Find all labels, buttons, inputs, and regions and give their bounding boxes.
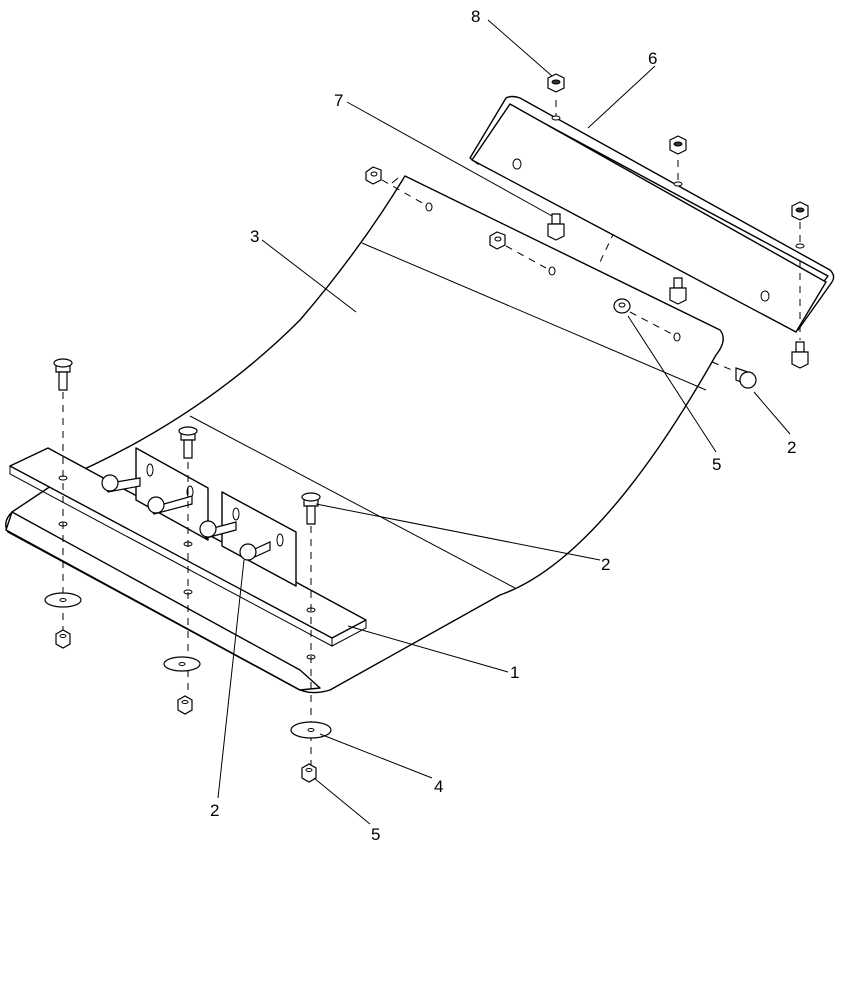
callout-4: 4 xyxy=(434,777,443,796)
callout-3: 3 xyxy=(250,227,259,246)
callout-2c: 2 xyxy=(210,801,219,820)
callout-5a: 5 xyxy=(712,455,721,474)
top-cover xyxy=(469,95,835,340)
callout-2a: 2 xyxy=(787,438,796,457)
callout-5b: 5 xyxy=(371,825,380,844)
bracket-bolts xyxy=(101,474,271,561)
bottom-plate xyxy=(5,511,321,691)
side-bolt xyxy=(711,361,757,389)
top-hardware xyxy=(365,166,681,342)
curved-panel xyxy=(5,175,724,694)
cover-nuts xyxy=(547,73,809,221)
callout-6: 6 xyxy=(648,49,657,68)
callout-2b: 2 xyxy=(601,555,610,574)
washers xyxy=(44,592,332,739)
callout-8: 8 xyxy=(471,7,480,26)
callout-7: 7 xyxy=(334,91,343,110)
callout-1: 1 xyxy=(510,663,519,682)
vertical-bolts xyxy=(53,358,321,525)
nuts xyxy=(55,629,317,783)
callouts: 8 6 7 3 2 5 2 1 4 2 5 xyxy=(210,7,796,844)
cover-studs xyxy=(547,213,809,369)
leader-lines xyxy=(217,19,791,825)
